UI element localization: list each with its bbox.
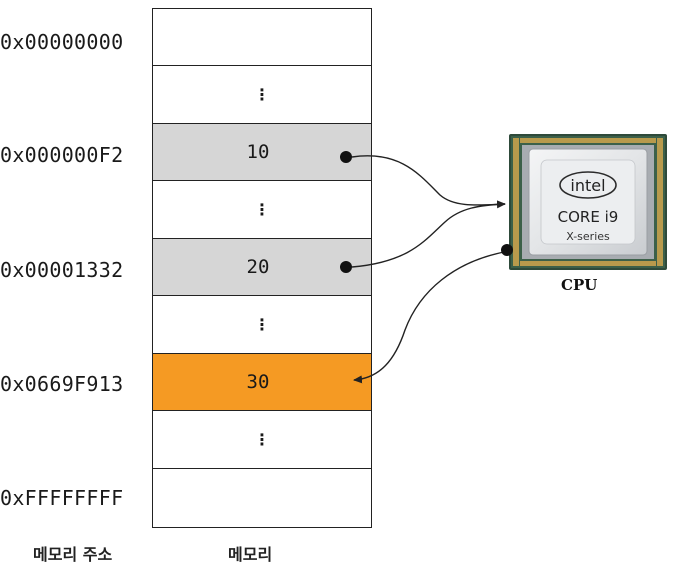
ellipsis-icon: ⋮: [254, 84, 270, 104]
cpu-brand-text: intel: [570, 176, 605, 195]
memory-value-30: 30: [246, 371, 270, 393]
memory-cell-ellipsis: ⋮: [153, 296, 371, 354]
ellipsis-icon: ⋮: [254, 314, 270, 334]
memory-cell-ellipsis: ⋮: [153, 411, 371, 469]
memory-value-20: 20: [246, 256, 270, 278]
memory-block: ⋮ 10 ⋮ 20 ⋮ 30 ⋮: [152, 8, 372, 528]
address-column-caption: 메모리 주소: [33, 545, 113, 564]
address-label-first: 0x00000000: [0, 30, 124, 54]
pointer-dot-10: [340, 151, 352, 163]
memory-cell-value-30: 30: [153, 354, 371, 411]
address-label-1332: 0x00001332: [0, 258, 124, 282]
address-label-f2: 0x000000F2: [0, 143, 124, 167]
cpu-chip: intel CORE i9 X-series: [509, 134, 667, 270]
memory-cell-ellipsis: ⋮: [153, 181, 371, 239]
pointer-dot-20: [340, 261, 352, 273]
memory-cell-ellipsis: ⋮: [153, 66, 371, 124]
ellipsis-icon: ⋮: [254, 429, 270, 449]
memory-cell-empty: [153, 9, 371, 66]
memory-cell-value-10: 10: [153, 124, 371, 181]
memory-column-caption: 메모리: [228, 545, 273, 564]
arrow-10-to-cpu: [351, 155, 506, 209]
cpu-series-text: X-series: [566, 230, 610, 243]
intel-logo-icon: [559, 171, 617, 199]
cpu-model-text: CORE i9: [558, 208, 619, 226]
cpu-io-dot: [501, 244, 513, 256]
memory-cell-value-20: 20: [153, 239, 371, 296]
ellipsis-icon: ⋮: [254, 199, 270, 219]
arrow-20-to-cpu: [351, 203, 506, 268]
cpu-label: CPU: [561, 276, 598, 294]
address-label-0669f913: 0x0669F913: [0, 372, 124, 396]
memory-value-10: 10: [246, 141, 270, 163]
arrow-cpu-to-30: [353, 251, 505, 384]
address-label-last: 0xFFFFFFFF: [0, 486, 124, 510]
